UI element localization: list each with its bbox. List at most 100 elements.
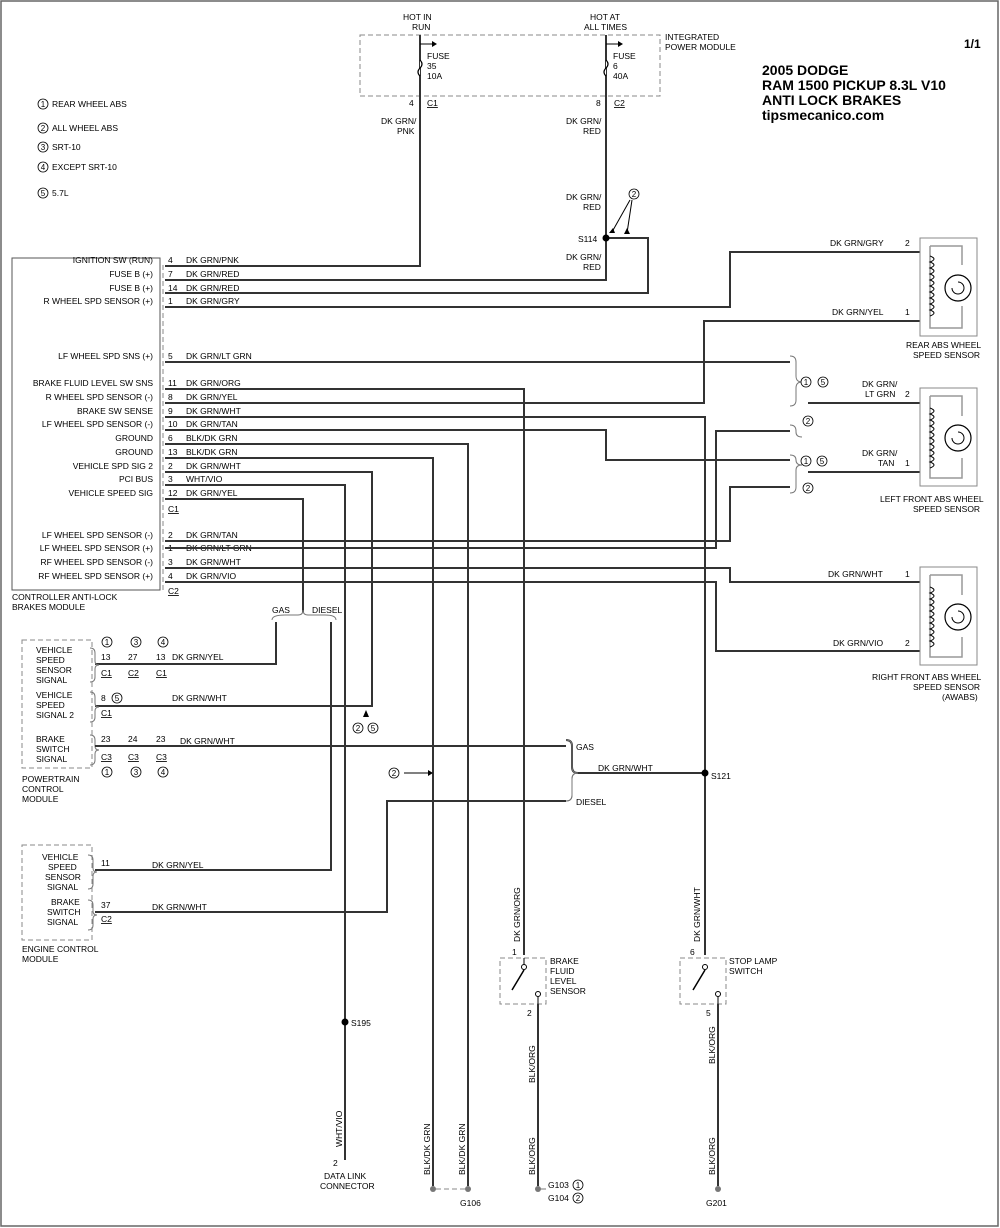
pcm-vss2-opt: 5	[115, 694, 120, 703]
hot-at-all-times-2: ALL TIMES	[584, 22, 627, 32]
pcm-vss-conn-a: C1	[101, 668, 112, 678]
ecm-vss-label-1: VEHICLE	[42, 852, 79, 862]
wire-fuse-b-2	[165, 237, 649, 294]
cab-pin-wire-color: DK GRN/TAN	[186, 530, 238, 540]
wire-vss	[165, 498, 304, 612]
cab-pin-label: FUSE B (+)	[109, 269, 153, 279]
dlc-name-2: CONNECTOR	[320, 1181, 375, 1191]
cab-pin-number: 3	[168, 557, 173, 567]
rf-sensor-wire-2: DK GRN/VIO	[833, 638, 883, 648]
cab-pin-label: RF WHEEL SPD SENSOR (-)	[40, 557, 153, 567]
lf-sensor-tone-wheel-icon	[944, 424, 972, 452]
website-label: tipsmecanico.com	[762, 107, 884, 123]
fuse-6-rating: 40A	[613, 71, 628, 81]
title-line-1: 2005 DODGE	[762, 62, 848, 78]
dlc-pin: 2	[333, 1158, 338, 1168]
ecm-name-1: ENGINE CONTROL	[22, 944, 99, 954]
cab-pin-wire-color: DK GRN/PNK	[186, 255, 239, 265]
cab-pin-number: 1	[168, 296, 173, 306]
rf-sensor-tone-wheel-icon	[944, 603, 972, 631]
power-conn-left: C1	[427, 98, 438, 108]
wire-lf-minus-c2	[165, 486, 790, 542]
note-1-number: 1	[41, 100, 46, 109]
cab-pin-number: 2	[168, 530, 173, 540]
ground-g106-label: G106	[460, 1198, 481, 1208]
ground-g106-icon-b	[465, 1186, 471, 1192]
cab-c1-label: C1	[168, 504, 179, 514]
cab-pin-number: 4	[168, 255, 173, 265]
pcm-vss-pin-a: 13	[101, 652, 111, 662]
bfl-switch-icon	[511, 969, 525, 991]
cab-pin-number: 3	[168, 474, 173, 484]
ecm-brake-label-2: SWITCH	[47, 907, 81, 917]
page-number: 1/1	[964, 37, 981, 51]
bfl-name-3: LEVEL	[550, 976, 577, 986]
cab-pin-number: 12	[168, 488, 178, 498]
cab-pin-number: 6	[168, 433, 173, 443]
wire-label-red-1: DK GRN/	[566, 116, 602, 126]
dlc-wire: WHT/VIO	[334, 1110, 344, 1147]
cab-pin-label: BRAKE FLUID LEVEL SW SNS	[33, 378, 153, 388]
cab-pin-number: 11	[168, 378, 177, 388]
cab-pin-number: 14	[168, 283, 178, 293]
title-line-2: RAM 1500 PICKUP 8.3L V10	[762, 77, 946, 93]
lf-opt-d: 2	[806, 484, 811, 493]
rear-abs-sensor: DK GRN/GRY 2 DK GRN/YEL 1 REAR ABS WHEEL…	[830, 237, 981, 360]
s121-note: 2	[392, 769, 397, 778]
vss2-opt-a: 2	[356, 724, 361, 733]
stop-lamp-switch: 6 5 STOP LAMP SWITCH	[679, 947, 778, 1018]
rear-sensor-wire-1: DK GRN/YEL	[832, 307, 884, 317]
pcm-brake-label-2: SWITCH	[36, 744, 70, 754]
pcm-vss2-conn: C1	[101, 708, 112, 718]
pcm-bottom-opt-1: 1	[105, 768, 110, 777]
cab-pin-wire-color: BLK/DK GRN	[186, 433, 238, 443]
wire-rf-plus	[165, 581, 920, 652]
ecm-brake-conn: C2	[101, 914, 112, 924]
pcm-name-3: MODULE	[22, 794, 59, 804]
stop-lamp-pin-bottom: 5	[706, 1008, 711, 1018]
cab-pin-label: LF WHEEL SPD SENSOR (-)	[42, 530, 153, 540]
pcm-brake-conn-c: C3	[156, 752, 167, 762]
pcm-vss-wire: DK GRN/YEL	[172, 652, 224, 662]
title-line-3: ANTI LOCK BRAKES	[762, 92, 901, 108]
cab-pin-label: RF WHEEL SPD SENSOR (+)	[38, 571, 153, 581]
splice-s114-label: S114	[578, 234, 597, 244]
cab-pin-wire-color: DK GRN/VIO	[186, 571, 236, 581]
cab-pin-number: 4	[168, 571, 173, 581]
ground-g106-icon-a	[430, 1186, 436, 1192]
rear-sensor-name-1: REAR ABS WHEEL	[906, 340, 981, 350]
cab-pin-wire-color: DK GRN/LT GRN	[186, 351, 252, 361]
s114-note-number: 2	[632, 190, 637, 199]
hot-in-run-1: HOT IN	[403, 12, 432, 22]
bfl-pin-bottom: 2	[527, 1008, 532, 1018]
splice-s195	[341, 1018, 349, 1026]
pcm-brake-pin-c: 23	[156, 734, 166, 744]
rear-sensor-coil-icon	[928, 255, 935, 317]
wire-label-red-3: DK GRN/	[566, 192, 602, 202]
cab-pin-label: R WHEEL SPD SENSOR (-)	[46, 392, 154, 402]
cab-module-name-1: CONTROLLER ANTI-LOCK	[12, 592, 118, 602]
notes-legend: 1 REAR WHEEL ABS 2 ALL WHEEL ABS 3 SRT-1…	[37, 98, 127, 199]
cab-pin-label: FUSE B (+)	[109, 283, 153, 293]
cab-pin-label: GROUND	[115, 433, 153, 443]
rear-sensor-tone-wheel-icon	[944, 274, 972, 302]
cab-pin-label: VEHICLE SPEED SIG	[68, 488, 153, 498]
ecm-vss-label-4: SIGNAL	[47, 882, 78, 892]
wire-label-red-4: RED	[583, 202, 601, 212]
cab-pin-wire-color: BLK/DK GRN	[186, 447, 238, 457]
bfl-wire-bottom: BLK/ORG	[527, 1045, 537, 1083]
cab-pin-label: LF WHEEL SPD SENSOR (+)	[40, 543, 153, 553]
stop-lamp-wire-bottom: BLK/ORG	[707, 1026, 717, 1064]
cab-module-name-2: BRAKES MODULE	[12, 602, 86, 612]
s121-wire: DK GRN/WHT	[598, 763, 653, 773]
fuse-35-icon	[417, 59, 423, 77]
pcm-vss2-label-1: VEHICLE	[36, 690, 73, 700]
fuse-35-number: 35	[427, 61, 437, 71]
hot-in-run-2: RUN	[412, 22, 430, 32]
wire-lf-plus-c2	[165, 430, 790, 549]
rf-sensor-name-2: SPEED SENSOR	[913, 682, 980, 692]
cab-pin-number: 5	[168, 351, 173, 361]
g106-wire-1: BLK/DK GRN	[422, 1124, 432, 1176]
rf-sensor-name-3: (AWABS)	[942, 692, 978, 702]
